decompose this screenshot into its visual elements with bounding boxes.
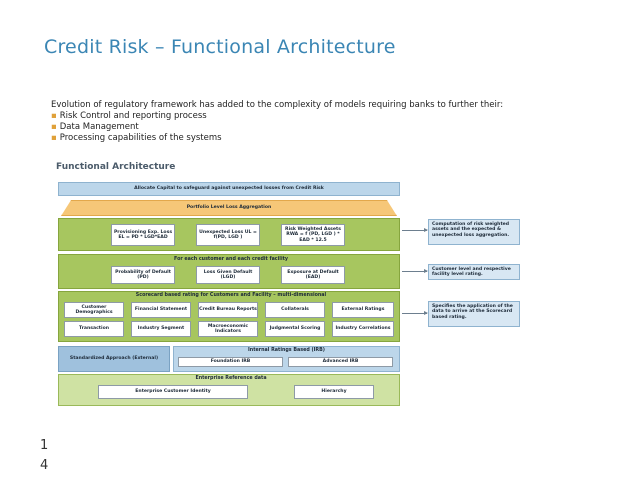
bullet-icon: ▪	[51, 111, 57, 121]
portfolio-aggregation-bar: Portfolio Level Loss Aggregation	[61, 200, 397, 216]
arrow-icon	[402, 311, 428, 315]
standardized-approach-box: Standardized Approach (External)	[58, 346, 170, 372]
bullet-icon: ▪	[51, 133, 57, 143]
provisioning-box: Provisioning Exp. Loss EL = PD * LGD*EAD	[111, 224, 175, 246]
score-item: Credit Bureau Reports	[198, 302, 258, 318]
page-number-digit: 4	[40, 458, 49, 473]
enterprise-header: Enterprise Reference data	[195, 376, 267, 381]
score-item: External Ratings	[332, 302, 394, 318]
irb-header: Internal Ratings Based (IRB)	[248, 348, 325, 353]
intro-paragraph: Evolution of regulatory framework has ad…	[51, 100, 504, 110]
bullet-item: ▪Data Management	[51, 122, 521, 133]
score-item: Judgmental Scoring	[265, 321, 325, 337]
architecture-diagram: Allocate Capital to safeguard against un…	[56, 180, 406, 408]
hierarchy-box: Hierarchy	[294, 385, 374, 399]
score-item: Financial Statement	[131, 302, 191, 318]
page-number-digit: 1	[40, 438, 49, 453]
customer-identity-box: Enterprise Customer Identity	[98, 385, 248, 399]
foundation-irb-box: Foundation IRB	[178, 357, 283, 367]
score-item: Customer Demographics	[64, 302, 124, 318]
ead-box: Exposure at Default (EAD)	[281, 266, 345, 284]
allocate-capital-bar: Allocate Capital to safeguard against un…	[58, 182, 400, 196]
bullet-icon: ▪	[51, 122, 57, 132]
arrow-icon	[402, 269, 428, 273]
score-item: Macroeconomic Indicators	[198, 321, 258, 337]
bullet-label: Risk Control and reporting process	[59, 111, 207, 121]
unexpected-loss-box: Unexpected Loss UL = f(PD, LGD )	[196, 224, 260, 246]
score-item: Industry Segment	[131, 321, 191, 337]
score-item: Industry Correlations	[332, 321, 394, 337]
rwa-box: Risk Weighted Assets RWA = f (PD, LGD ) …	[281, 224, 345, 246]
intro-text: Evolution of regulatory framework has ad…	[51, 100, 521, 144]
facility-header: For each customer and each credit facili…	[173, 257, 289, 262]
pd-box: Probability of Default (PD)	[111, 266, 175, 284]
bullet-item: ▪Processing capabilities of the systems	[51, 133, 521, 144]
score-item: Collaterals	[265, 302, 325, 318]
note-rating: Customer level and respective facility l…	[428, 264, 520, 280]
score-item: Transaction	[64, 321, 124, 337]
note-scorecard: Specifies the application of the data to…	[428, 301, 520, 327]
bullet-label: Processing capabilities of the systems	[59, 133, 222, 143]
page-number: 1 4	[40, 436, 48, 476]
note-rwa: Computation of risk weighted assets and …	[428, 219, 520, 245]
slide-title: Credit Risk – Functional Architecture	[44, 36, 396, 58]
bullet-label: Data Management	[59, 122, 139, 132]
scorecard-header: Scorecard based rating for Customers and…	[135, 293, 327, 298]
diagram-title: Functional Architecture	[56, 162, 176, 172]
advanced-irb-box: Advanced IRB	[288, 357, 393, 367]
arrow-icon	[402, 228, 428, 232]
lgd-box: Loss Given Default (LGD)	[196, 266, 260, 284]
bullet-item: ▪Risk Control and reporting process	[51, 111, 521, 122]
